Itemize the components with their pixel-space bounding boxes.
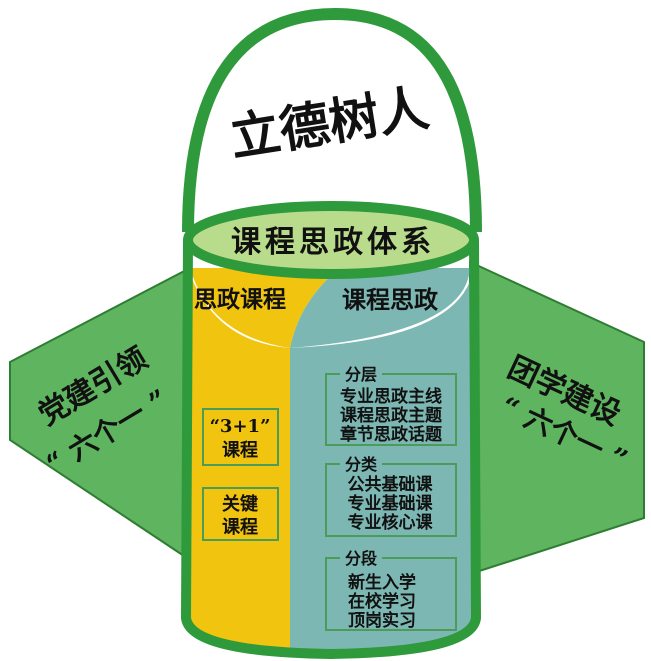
group-item: 专业基础课 [348,493,434,514]
left-column-header: 思政课程 [194,286,286,313]
left-box-3plus1 [202,408,279,466]
group-label-layered: 分层 [345,365,377,384]
arch-title: 立德树人 [226,78,433,168]
left-box-3plus1-line2: 课程 [222,440,258,461]
left-box-3plus1-line1: “3+1” [210,416,271,437]
group-item: 在校学习 [348,591,416,612]
group-box-stage [325,557,457,631]
group-label-stage: 分段 [345,549,378,568]
group-item: 公共基础课 [348,474,434,495]
group-label-bg-stage [340,549,382,567]
group-item: 顶岗实习 [348,610,416,631]
left-column-body [186,262,290,652]
arch [182,7,482,233]
group-box-layered [325,373,457,446]
top-band [188,208,474,272]
group-item: 专业思政主线 [340,386,442,407]
right-column-header: 课程思政 [342,285,438,314]
group-box-category [325,463,457,537]
left-box-key-line1: 关键 [222,493,258,515]
left-header-wedge [190,268,340,348]
group-label-bg-layered [340,365,382,383]
group-item: 章节思政话题 [340,424,443,445]
group-item: 专业核心课 [348,512,434,533]
left-box-key-line2: 课程 [222,517,258,538]
group-item: 新生入学 [348,572,416,593]
group-label-bg-category [340,455,382,473]
cylinder-outline [180,239,482,660]
right-header-area [290,268,470,348]
left-box-key [202,487,279,541]
group-label-category: 分类 [345,455,378,474]
top-band-title: 课程思政体系 [231,225,435,260]
group-item: 课程思政主题 [340,405,443,426]
